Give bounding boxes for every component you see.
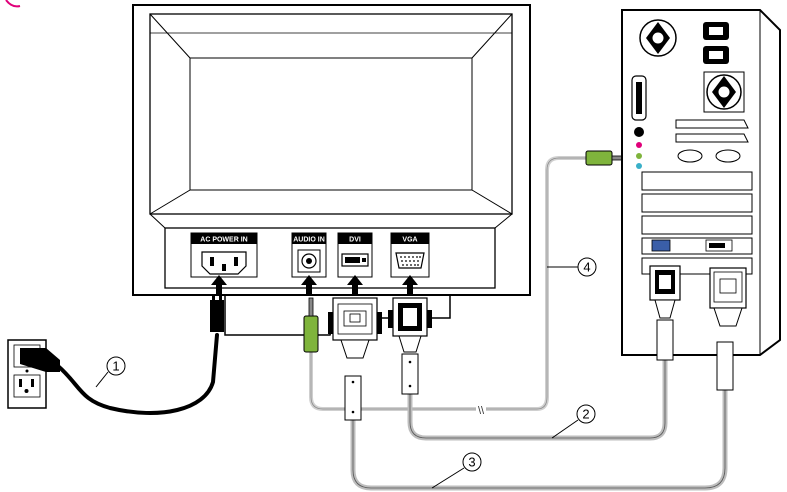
monitor-screen-recess xyxy=(149,13,513,215)
dvi-connector-monitor xyxy=(328,297,382,421)
corner-arrow-fragment xyxy=(5,0,21,8)
psu-fan-bottom xyxy=(703,71,745,113)
callout-vga: 2 xyxy=(551,404,596,439)
psu-fan-top xyxy=(639,19,677,57)
dvi-insert-arrow xyxy=(347,275,363,296)
callout-power: 1 xyxy=(95,356,126,388)
insertion-arrows xyxy=(211,275,418,296)
audio-in-label: AUDIO IN xyxy=(293,237,325,244)
callout-vga-number: 2 xyxy=(582,407,589,422)
cable-break-gap xyxy=(476,402,486,416)
wall-outlet xyxy=(7,339,60,409)
audio-in-port: AUDIO IN xyxy=(291,232,327,278)
ac-power-port: AC POWER IN xyxy=(190,232,258,278)
dvi-label: DVI xyxy=(349,237,361,244)
ac-insert-arrow xyxy=(211,275,227,296)
callout-audio: 4 xyxy=(547,257,597,277)
monitor-inner-bezel xyxy=(149,13,513,215)
ac-power-label: AC POWER IN xyxy=(200,237,247,244)
vga-label: VGA xyxy=(402,237,417,244)
callout-dvi: 3 xyxy=(431,452,482,489)
audio-plug-monitor xyxy=(303,297,319,353)
vga-connector-monitor xyxy=(388,297,432,395)
audio-jack-line-in xyxy=(636,163,642,169)
cable-break-mark: \\ xyxy=(478,405,485,417)
dvi-connector-pc xyxy=(709,267,747,391)
vga-connector-pc xyxy=(649,265,681,361)
audio-plug-pc xyxy=(585,150,629,166)
power-cable xyxy=(56,333,219,415)
dvi-port: DVI xyxy=(337,232,373,278)
ps2-port xyxy=(634,127,644,137)
vga-cable xyxy=(407,360,668,441)
power-plug xyxy=(210,296,224,332)
wall-plug xyxy=(20,348,60,372)
audio-jack-line-out xyxy=(636,153,642,159)
pc-vga-port xyxy=(651,239,671,252)
callout-power-number: 1 xyxy=(112,359,119,374)
computer-tower xyxy=(621,9,781,391)
monitor: AC POWER IN AUDIO IN DVI xyxy=(132,4,531,336)
audio-jack-mic xyxy=(636,142,642,148)
audio-insert-arrow xyxy=(301,275,317,296)
vga-port: VGA xyxy=(390,232,430,278)
callout-dvi-number: 3 xyxy=(468,455,475,470)
callout-audio-number: 4 xyxy=(583,260,590,275)
vga-insert-arrow xyxy=(402,275,418,296)
